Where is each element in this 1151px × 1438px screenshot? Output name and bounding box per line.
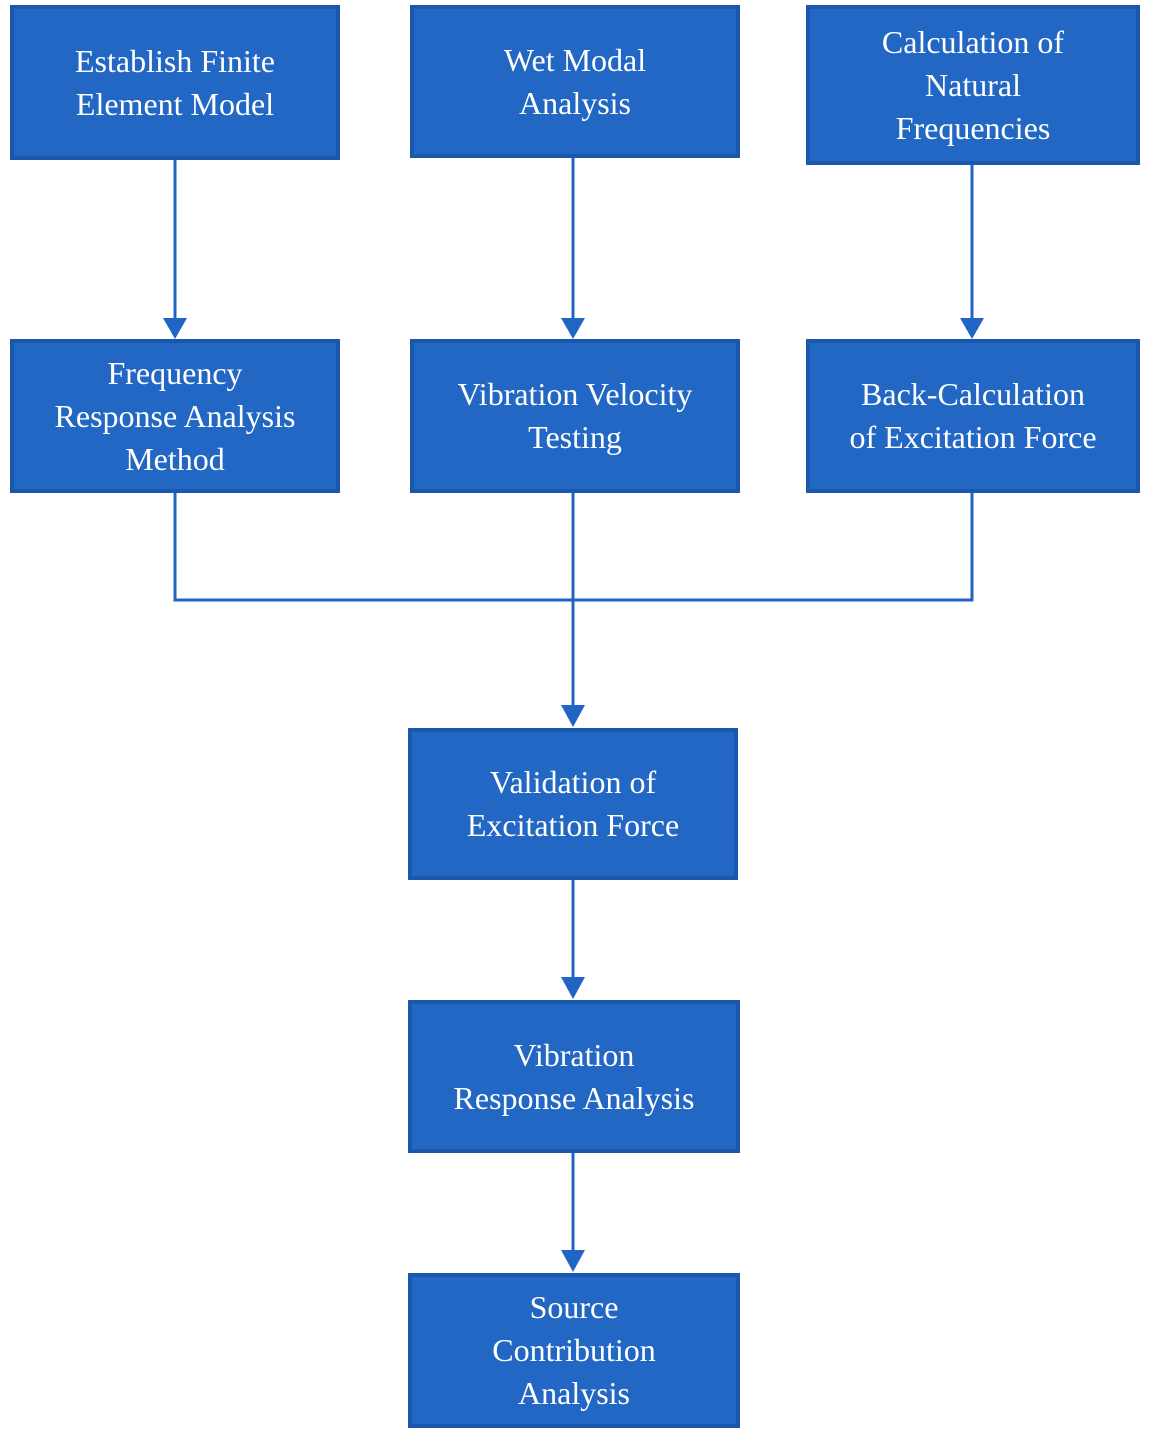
- node-label-line: Frequencies: [895, 109, 1051, 146]
- node-label-line: Method: [125, 440, 225, 477]
- arrowhead: [561, 705, 585, 727]
- node-label-line: of Excitation Force: [849, 419, 1097, 455]
- node-label-line: Element Model: [75, 85, 275, 122]
- node-source-contribution-analysis: Source Contribution Analysis: [408, 1273, 740, 1428]
- node-establish-finite-element-model: Establish Finite Element Model: [10, 5, 340, 160]
- node-vibration-response-analysis: Vibration Response Analysis: [408, 1000, 740, 1153]
- node-label-line: Establish Finite: [75, 42, 275, 79]
- arrow-wet-modal-to-vibration-velocity: [561, 158, 585, 339]
- node-calculation-of-natural-frequencies: Calculation of Natural Frequencies: [806, 5, 1140, 165]
- node-label-line: Wet Modal: [503, 41, 647, 78]
- arrowhead: [561, 1250, 585, 1272]
- node-label-line: Natural: [925, 66, 1021, 103]
- node-label-line: Source: [529, 1289, 619, 1325]
- node-vibration-velocity-testing: Vibration Velocity Testing: [410, 339, 740, 493]
- node-label-line: Back-Calculation: [861, 376, 1085, 412]
- node-label-line: Testing: [528, 419, 622, 455]
- arrow-establish-to-frequency-response: [163, 160, 187, 339]
- arrowhead: [960, 318, 984, 339]
- node-label-line: Validation of: [489, 764, 657, 800]
- node-label-line: Analysis: [519, 84, 631, 121]
- node-label-line: Excitation Force: [466, 807, 680, 843]
- node-label-line: Calculation of: [881, 23, 1065, 60]
- node-label-line: Contribution: [492, 1332, 656, 1368]
- arrowhead: [163, 318, 187, 339]
- node-label-line: Analysis: [518, 1375, 630, 1411]
- node-wet-modal-analysis: Wet Modal Analysis: [410, 5, 740, 158]
- arrow-validation-to-vibration-response: [561, 880, 585, 999]
- node-label-line: Vibration: [513, 1036, 635, 1073]
- arrowhead: [561, 977, 585, 999]
- node-back-calculation-of-excitation-force: Back-Calculation of Excitation Force: [806, 339, 1140, 493]
- arrow-merge-to-validation: [561, 493, 585, 727]
- node-label-line: Response Analysis: [54, 397, 296, 434]
- arrow-vibration-response-to-source-contribution: [561, 1153, 585, 1272]
- node-label-line: Vibration Velocity: [457, 376, 693, 412]
- arrow-calculation-to-back-calculation: [960, 165, 984, 339]
- node-label-line: Frequency: [107, 354, 243, 391]
- node-frequency-response-analysis-method: Frequency Response Analysis Method: [10, 339, 340, 493]
- node-validation-of-excitation-force: Validation of Excitation Force: [408, 728, 738, 880]
- node-label-line: Response Analysis: [453, 1079, 695, 1116]
- arrowhead: [561, 318, 585, 339]
